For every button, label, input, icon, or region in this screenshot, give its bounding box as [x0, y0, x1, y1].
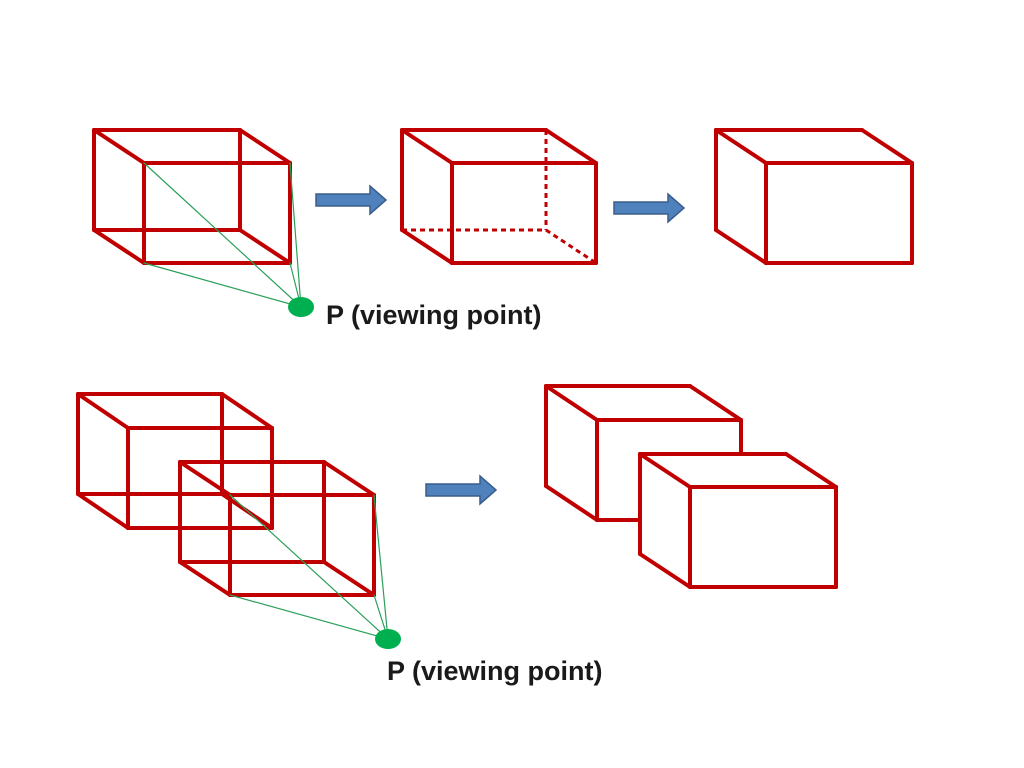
bottom-solid-cube-back-edge-conn-top-right: [688, 384, 743, 422]
top-wire-cube-edge-conn-top-right: [238, 128, 292, 165]
bottom-projector-line-3: [373, 494, 389, 640]
bottom-arrow: [425, 474, 498, 506]
top-dashed-cube-edge-conn-top-right: [544, 128, 598, 165]
top-projector-line-1: [143, 162, 302, 308]
bottom-solid-cube-front-edge-conn-bottom-left: [638, 552, 692, 589]
bottom-wire-cube-front-edge-conn-top-right: [322, 460, 376, 497]
top-arrow-1: [315, 184, 388, 216]
bottom-projector-line-2: [229, 594, 389, 640]
top-arrow-2: [613, 192, 686, 224]
top-solid-cube-edge-conn-top-right: [860, 128, 914, 165]
bottom-viewing-point-label: P (viewing point): [387, 656, 603, 686]
top-viewing-point: [288, 297, 314, 317]
bottom-solid-cube-front-edge-conn-top-left: [638, 452, 692, 489]
top-projector-line-2: [143, 262, 302, 308]
top-wire-cube-edge-conn-top-left: [92, 128, 146, 165]
top-wire-cube-edge-conn-bottom-left: [92, 228, 146, 265]
bottom-projector-line-1: [229, 494, 389, 640]
bottom-wire-cube-front-edge-conn-top-left: [178, 460, 232, 497]
bottom-viewing-point: [375, 629, 401, 649]
bottom-wire-cube-back-edge-conn-bottom-left: [76, 492, 130, 530]
top-dashed-cube-edge-conn-top-left: [400, 128, 454, 165]
top-viewing-point-label: P (viewing point): [326, 300, 542, 330]
top-dashed-cube-edge-conn-bottom-left: [400, 228, 454, 265]
bottom-wire-cube-back-edge-conn-top-right: [220, 392, 274, 430]
top-solid-cube-edge-conn-bottom-left: [714, 228, 768, 265]
bottom-wire-cube-front-edge-conn-bottom-left: [178, 560, 232, 597]
bottom-wire-cube-front-edge-conn-bottom-right: [322, 560, 376, 597]
diagram-content: [76, 128, 914, 649]
bottom-solid-cube-back-edge-conn-top-left: [544, 384, 599, 422]
bottom-solid-cube-front-edge-conn-top-right: [784, 452, 838, 489]
top-wire-cube-edge-conn-bottom-right: [238, 228, 292, 265]
bottom-solid-cube-back-edge-conn-bottom-left: [544, 484, 599, 522]
top-projector-line-3: [289, 162, 302, 308]
top-solid-cube-edge-conn-top-left: [714, 128, 768, 165]
bottom-wire-cube-back-edge-conn-top-left: [76, 392, 130, 430]
top-dashed-cube-hidden-edge-conn-bottom-right: [545, 228, 597, 265]
